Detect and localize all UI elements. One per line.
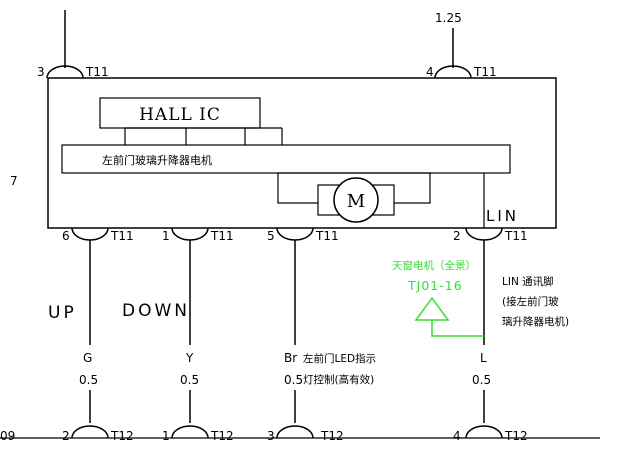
t12-pin-code: T12: [504, 429, 528, 443]
t11-pin-1: 1 T11: [162, 227, 234, 243]
t12-pin-number: 1: [162, 429, 170, 443]
lin-label: LIN: [486, 207, 519, 225]
t12-pin-1: 1 T12: [162, 425, 234, 443]
top-right-code: T11: [473, 65, 497, 79]
led-note-line2: 灯控制(高有效): [303, 373, 374, 386]
t11-pin-number: 5: [267, 229, 275, 243]
side-marker: 7: [10, 174, 18, 188]
motor-symbol: M: [347, 191, 365, 212]
top-right-connector: [434, 65, 472, 79]
t12-connector-4: [465, 425, 503, 439]
t12-pin-4: 4 T12: [453, 425, 528, 443]
t11-pin-code: T11: [504, 229, 528, 243]
t12-connector-2: [71, 425, 109, 439]
wire-color-l: L: [480, 351, 487, 365]
top-left-connector: [46, 65, 84, 79]
wire-function-down: DOWN: [122, 301, 190, 321]
t11-connector-6: [71, 227, 109, 241]
wire-size: 0.5: [79, 373, 98, 387]
wire-color-br: Br: [284, 351, 297, 365]
lin-note-line3: 璃升降器电机): [502, 315, 569, 328]
t12-pin-3: 3 T12: [267, 425, 344, 443]
led-note-line1: 左前门LED指示: [303, 352, 376, 365]
t12-pin-code: T12: [210, 429, 234, 443]
module-box: [47, 77, 557, 229]
wire-color-g: G: [83, 351, 92, 365]
wire-size: 0.5: [180, 373, 199, 387]
t11-pin-code: T11: [315, 229, 339, 243]
t11-pin-5: 5 T11: [267, 227, 339, 243]
t12-connector-3: [276, 425, 314, 439]
motor-label: 左前门玻璃升降器电机: [102, 153, 212, 167]
t12-pin-number: 2: [62, 429, 70, 443]
lin-note-line2: (接左前门玻: [502, 295, 559, 308]
t12-pin-number: 3: [267, 429, 275, 443]
t11-connector-1: [171, 227, 209, 241]
t11-pin-number: 2: [453, 229, 461, 243]
wire-size: 0.5: [472, 373, 491, 387]
t11-pin-6: 6 T11: [62, 227, 134, 243]
green-ref-arrow-icon: [414, 296, 450, 321]
top-left-code: T11: [85, 65, 109, 79]
t12-pin-number: 4: [453, 429, 461, 443]
top-right-pin: 4: [426, 65, 434, 79]
t12-pin-code: T12: [110, 429, 134, 443]
t12-pin-2: 2 T12: [62, 425, 134, 443]
motor-icon: [333, 177, 379, 223]
wire-size: 0.5: [284, 373, 303, 387]
t11-pin-number: 6: [62, 229, 70, 243]
hall-ic-label: HALL IC: [139, 105, 221, 125]
top-right-wire-size: 1.25: [435, 11, 462, 25]
top-left-pin: 3: [37, 65, 45, 79]
t12-pin-code: T12: [320, 429, 344, 443]
wire-function-up: UP: [48, 303, 77, 323]
lin-note-line1: LIN 通讯脚: [502, 275, 554, 288]
green-ref-wire: [431, 320, 484, 337]
t11-pin-2: 2 T11: [453, 227, 528, 243]
t11-connector-5: [276, 227, 314, 241]
green-ref-label: 天窗电机（全景）: [392, 259, 476, 272]
green-ref-code: TJ01-16: [407, 278, 463, 293]
left-edge-text: 09: [0, 429, 15, 443]
t11-pin-code: T11: [110, 229, 134, 243]
t11-pin-number: 1: [162, 229, 170, 243]
t12-connector-1: [171, 425, 209, 439]
t11-connector-2: [465, 227, 503, 241]
wire-color-y: Y: [185, 351, 194, 365]
t11-pin-code: T11: [210, 229, 234, 243]
